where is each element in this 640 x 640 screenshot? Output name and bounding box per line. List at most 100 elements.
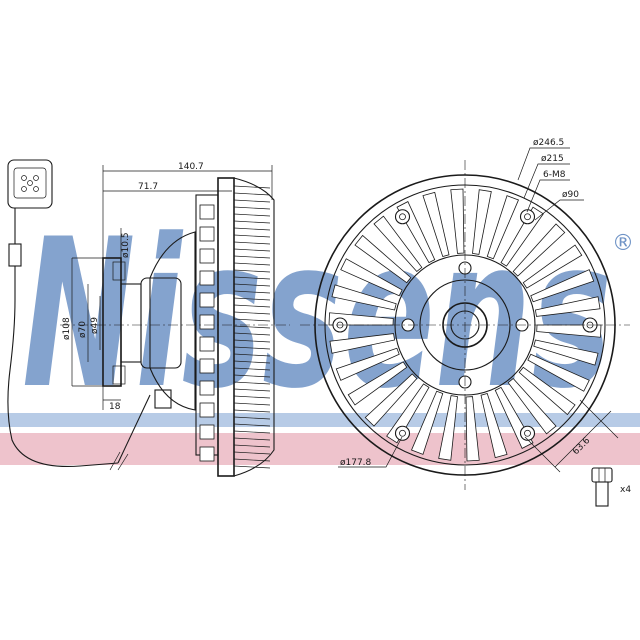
fan-fin (335, 347, 400, 381)
hub-rib (199, 204, 215, 220)
dim-bolt-circle: ø215 (541, 154, 564, 164)
hub-rib (199, 358, 215, 374)
dim-hole-dia: ø10.5 (121, 232, 131, 258)
fin-line (233, 248, 271, 252)
cable-plug (8, 243, 22, 267)
hub-rib (199, 380, 215, 396)
fan-rear-profile (233, 177, 275, 477)
dim-thread: 6-M8 (543, 170, 566, 180)
fan-fin (480, 392, 508, 459)
dim-hub-dia: ø90 (562, 190, 579, 200)
fin-line (233, 206, 271, 210)
fin-line (233, 360, 271, 364)
fin-line (233, 304, 271, 308)
hub-rib (199, 314, 215, 330)
fan-fin (533, 339, 599, 366)
fin-line (233, 297, 271, 301)
fin-line (233, 234, 271, 238)
connector-pin (33, 186, 39, 192)
fan-fin (450, 188, 465, 254)
fin-line (233, 227, 271, 231)
fin-line (233, 409, 271, 413)
fin-line (233, 255, 271, 259)
fan-fin (331, 284, 397, 311)
leader-bolt-circle (523, 163, 570, 199)
fan-fin (373, 215, 423, 273)
hub-plate (419, 279, 511, 371)
connector-pin (21, 186, 27, 192)
fan-fin (438, 395, 458, 461)
fan-fin (364, 373, 418, 427)
fan-fin (340, 258, 403, 297)
fin-line (233, 241, 271, 245)
leader-pcd (338, 436, 403, 468)
bolt-hole (394, 425, 411, 441)
fin-line (233, 199, 271, 203)
fin-line (233, 416, 271, 420)
clutch-housing (149, 231, 196, 411)
dim-hub-length: 71.7 (138, 182, 158, 192)
bolt-hole-thread (399, 429, 406, 437)
hub-rib (199, 402, 215, 418)
fin-line (233, 423, 271, 427)
fan-fins (328, 188, 602, 462)
fan-fin (534, 296, 601, 317)
dim-flange-dia: ø108 (62, 317, 72, 340)
fan-fin (486, 195, 520, 260)
dim-pilot-70: ø70 (78, 321, 88, 338)
extension-line (579, 399, 619, 439)
fin-line (233, 339, 271, 343)
bolt-head (591, 467, 613, 483)
hub-rib (199, 248, 215, 264)
bolt-hole (394, 209, 411, 225)
hub-rib (199, 424, 215, 440)
fan-fin (347, 361, 408, 406)
bolt-accessory: x4 (591, 467, 631, 507)
sensor-box (154, 389, 172, 409)
hub-rib (199, 226, 215, 242)
bolt-hole-thread (524, 429, 531, 437)
leader-hub-dia (534, 199, 584, 221)
flange-bolt (112, 261, 126, 281)
connector-pin (33, 175, 39, 181)
fan-fin (522, 244, 583, 289)
fin-line (233, 346, 271, 350)
fin-line (233, 395, 271, 399)
bolt-hole (519, 209, 536, 225)
fan-fin (507, 377, 557, 435)
fin-line (233, 465, 271, 469)
dim-pcd: ø177.8 (340, 458, 372, 468)
electrical-connector (7, 159, 151, 471)
cable (117, 394, 151, 464)
hub-rib (199, 336, 215, 352)
fin-line (233, 311, 271, 315)
fan-fin (410, 390, 444, 455)
connector-housing (7, 159, 53, 209)
hub-rib (199, 270, 215, 286)
fin-line (233, 220, 271, 224)
fin-line (233, 332, 271, 336)
bolt-shank (595, 481, 609, 507)
watermark-registered-mark: ® (612, 231, 634, 256)
fan-fin (354, 234, 412, 284)
dim-outer-dia: ø246.5 (533, 138, 564, 148)
fin-line (233, 192, 271, 196)
watermark-blue-stripe (0, 413, 640, 427)
fan-fin (329, 333, 396, 354)
fin-line (233, 269, 271, 273)
fan-fin (512, 223, 566, 277)
fan-fin (530, 269, 595, 303)
bolt-quantity: x4 (620, 485, 631, 495)
side-view: 140.7 71.7 ø108 ø70 ø49 ø10.5 18 (60, 162, 290, 477)
cooling-fins (199, 185, 271, 469)
bolt-hole-thread (399, 213, 406, 221)
fin-line (233, 283, 271, 287)
clutch-body (140, 277, 182, 369)
fin-line (233, 451, 271, 455)
fin-line (233, 276, 271, 280)
bolt-hole-thread (524, 213, 531, 221)
hub-rib (199, 292, 215, 308)
fan-front-plate (217, 177, 235, 477)
leader-thread (526, 179, 570, 213)
fin-line (233, 402, 271, 406)
